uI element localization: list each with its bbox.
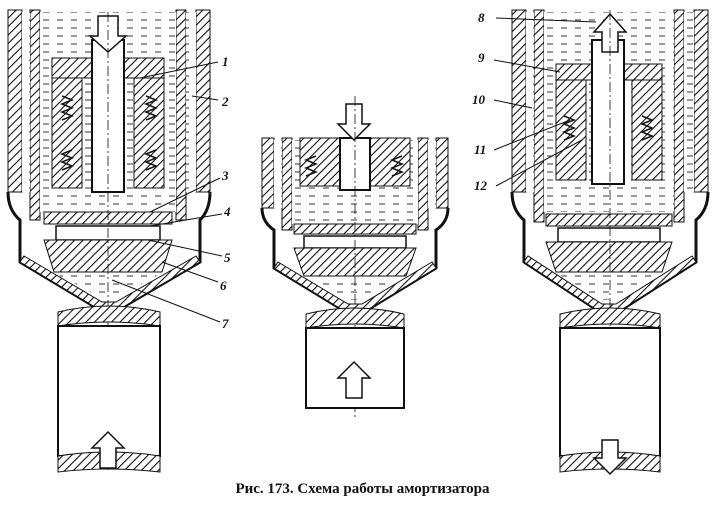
- label-12: 12: [474, 178, 488, 193]
- label-2: 2: [221, 94, 229, 109]
- left-assembly-diagram: 1 2 3 4 5 6 7: [6, 9, 231, 473]
- right-assembly-diagram: 8 9 10 11 12: [472, 9, 710, 476]
- label-6: 6: [220, 278, 227, 293]
- label-7: 7: [222, 316, 229, 331]
- center-assembly-diagram: [260, 96, 450, 420]
- label-9: 9: [478, 50, 485, 65]
- label-1: 1: [222, 54, 229, 69]
- label-5: 5: [224, 250, 231, 265]
- label-11: 11: [474, 142, 486, 157]
- label-8: 8: [478, 10, 485, 25]
- label-3: 3: [221, 168, 229, 183]
- label-4: 4: [223, 204, 231, 219]
- figure-caption: Рис. 173. Схема работы амортизатора: [235, 481, 490, 497]
- label-10: 10: [472, 92, 486, 107]
